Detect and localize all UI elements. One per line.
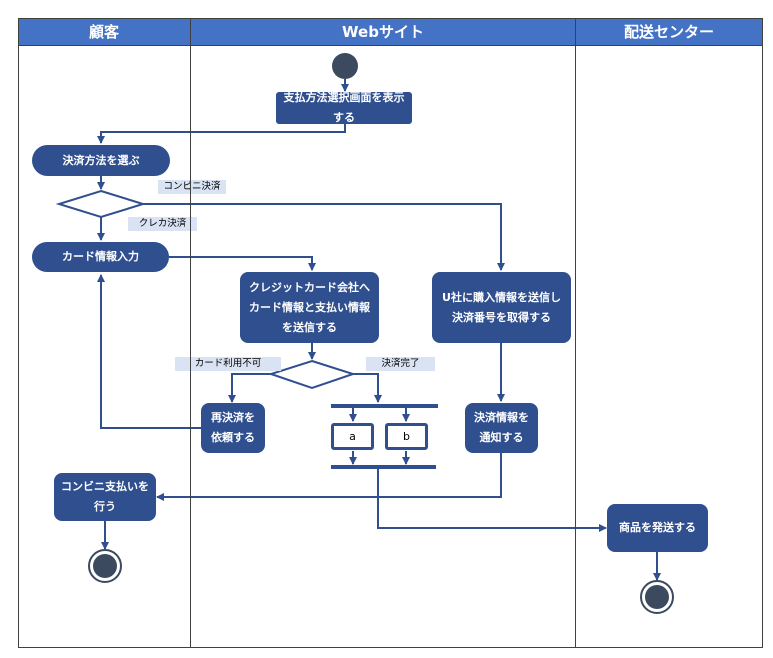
decision-card-result: [267, 359, 357, 390]
start-node: [332, 53, 358, 79]
node-card-input: カード情報入力: [32, 242, 169, 272]
node-ship-goods: 商品を発送する: [607, 504, 708, 552]
node-show-payment-screen: 支払方法選択画面を表示する: [276, 91, 412, 124]
edge-screen-choose: [97, 124, 346, 144]
guard-card-unavailable: カード利用不可: [175, 357, 281, 371]
node-notify-payment-info: 決済情報を通知する: [465, 403, 538, 453]
node-send-to-card-company: クレジットカード会社へカード情報と支払い情報を送信する: [240, 272, 379, 343]
node-send-to-u-company: U社に購入情報を送信し決済番号を取得する: [432, 272, 571, 343]
edge-decision2-retry: [228, 373, 271, 403]
guard-convenience: コンビニ決済: [158, 180, 226, 194]
guard-payment-complete: 決済完了: [366, 357, 435, 371]
guard-credit: クレカ決済: [128, 217, 197, 231]
edge-join-ship: [377, 468, 607, 532]
node-choose-payment: 決済方法を選ぶ: [32, 145, 170, 176]
fork-bar: [331, 404, 438, 408]
fork-branch-a: a: [331, 423, 374, 450]
lane-header-delivery: 配送センター: [576, 18, 762, 45]
node-pay-at-convenience: コンビニ支払いを行う: [54, 473, 156, 521]
fork-branch-b: b: [385, 423, 428, 450]
end-node-customer-core: [93, 554, 117, 578]
edge-decision-u: [143, 203, 505, 271]
node-request-retry: 再決済を依頼する: [201, 403, 265, 453]
edge-notify-pay: [156, 453, 502, 501]
lane-header-website: Webサイト: [191, 18, 575, 45]
edge-card-send: [169, 256, 316, 271]
end-node-delivery-core: [645, 585, 669, 609]
decision-payment-method: [55, 189, 147, 219]
join-bar: [331, 465, 436, 469]
lane-header-customer: 顧客: [18, 18, 190, 45]
edge-decision2-fork: [353, 373, 382, 403]
edge-retry-card: [97, 274, 201, 429]
